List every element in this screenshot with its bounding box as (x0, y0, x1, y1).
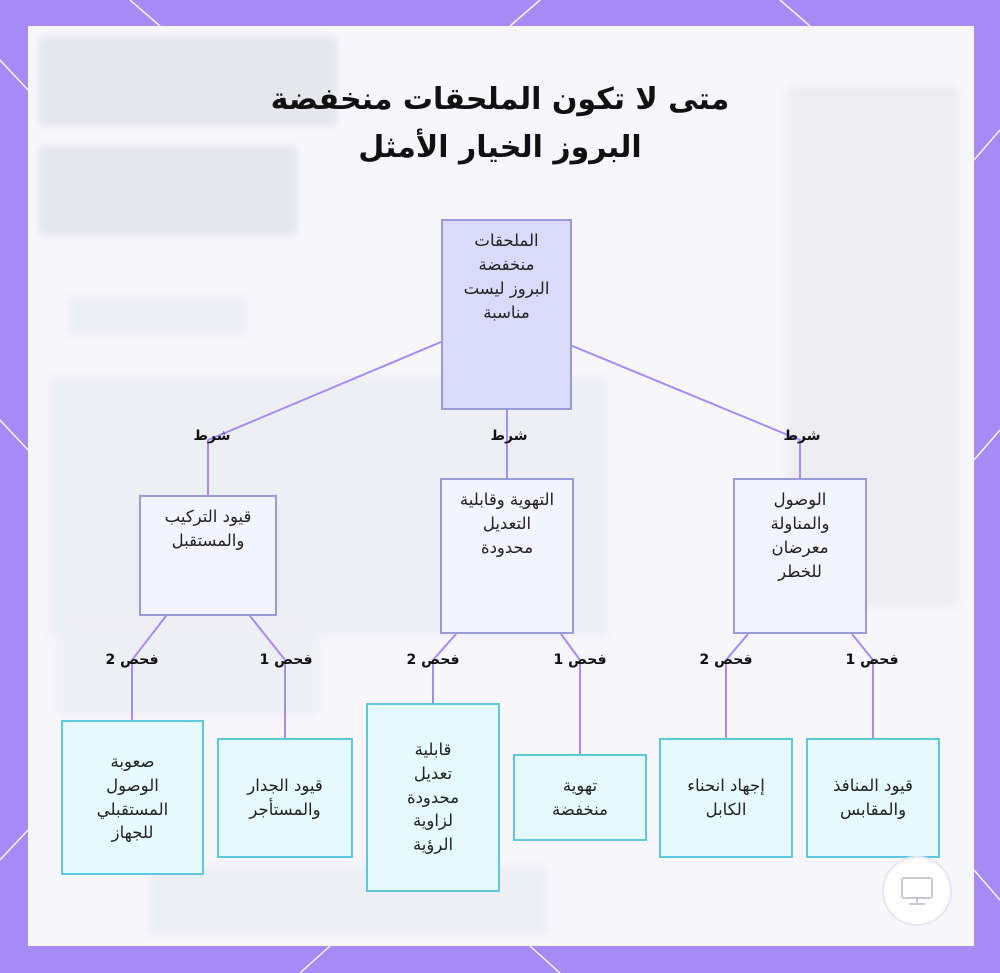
leaf-node-cable-bend-stress: إجهاد انحناء الكابل (659, 738, 793, 858)
leaf-node-ports-plugs: قيود المنافذ والمقابس (806, 738, 940, 858)
edge-label-condition: شرط (193, 428, 231, 444)
edge-label-condition: شرط (783, 428, 821, 444)
leaf-node-future-access: صعوبة الوصول المستقبلي للجهاز (61, 720, 204, 875)
edge-root-to-branch-1 (569, 344, 801, 478)
branch-node-label: قيود التركيب والمستقبل (164, 507, 252, 550)
branch-node-access-handling: الوصول والمناولة معرضان للخطر (733, 478, 867, 634)
brand-logo (882, 856, 952, 926)
edge-branch-3-to-leaf-2 (131, 615, 167, 720)
edge-branch-2-to-leaf-2 (432, 633, 457, 703)
branch-node-ventilation-adjustability: التهوية وقابلية التعديل محدودة (440, 478, 574, 634)
edge-label-condition: شرط (490, 428, 528, 444)
edge-branch-1-to-leaf-1 (851, 633, 874, 738)
edge-label-check: فحص 2 (105, 652, 159, 668)
edge-branch-3-to-leaf-1 (249, 615, 286, 738)
edge-root-to-branch-3 (207, 341, 442, 495)
background-decoration (38, 36, 338, 126)
root-node: الملحقات منخفضة البروز ليست مناسبة (441, 219, 572, 410)
background-decoration (58, 626, 318, 716)
edge-branch-2-to-leaf-1 (560, 633, 581, 754)
branch-node-installation-future: قيود التركيب والمستقبل (139, 495, 277, 616)
leaf-node-label: قيود المنافذ والمقابس (833, 776, 913, 819)
branch-node-label: التهوية وقابلية التعديل محدودة (459, 490, 555, 557)
edge-branch-1-to-leaf-2 (725, 633, 749, 738)
leaf-node-viewing-angle: قابلية تعديل محدودة لزاوية الرؤية (366, 703, 500, 892)
edge-label-check: فحص 2 (406, 652, 460, 668)
edge-label-check: فحص 1 (259, 652, 313, 668)
diagram-title-line-1: متى لا تكون الملحقات منخفضة (270, 82, 730, 117)
leaf-node-low-ventilation: تهوية منخفضة (513, 754, 647, 841)
leaf-node-label: قابلية تعديل محدودة لزاوية الرؤية (406, 739, 460, 855)
diagram-title-line-2: البروز الخيار الأمثل (358, 130, 642, 165)
leaf-node-label: تهوية منخفضة (552, 775, 608, 819)
background-decoration (68, 296, 248, 336)
branch-node-label: الوصول والمناولة معرضان للخطر (770, 490, 830, 581)
leaf-node-label: إجهاد انحناء الكابل (687, 776, 765, 819)
leaf-node-label: صعوبة الوصول المستقبلي للجهاز (96, 751, 169, 843)
monitor-icon (901, 877, 933, 905)
leaf-node-wall-tenant: قيود الجدار والمستأجر (217, 738, 353, 858)
background-decoration (38, 146, 298, 236)
edge-label-check: فحص 1 (845, 652, 899, 668)
root-node-label: الملحقات منخفضة البروز ليست مناسبة (463, 231, 550, 322)
edge-label-check: فحص 2 (699, 652, 753, 668)
leaf-node-label: قيود الجدار والمستأجر (247, 776, 323, 819)
edge-label-check: فحص 1 (553, 652, 607, 668)
